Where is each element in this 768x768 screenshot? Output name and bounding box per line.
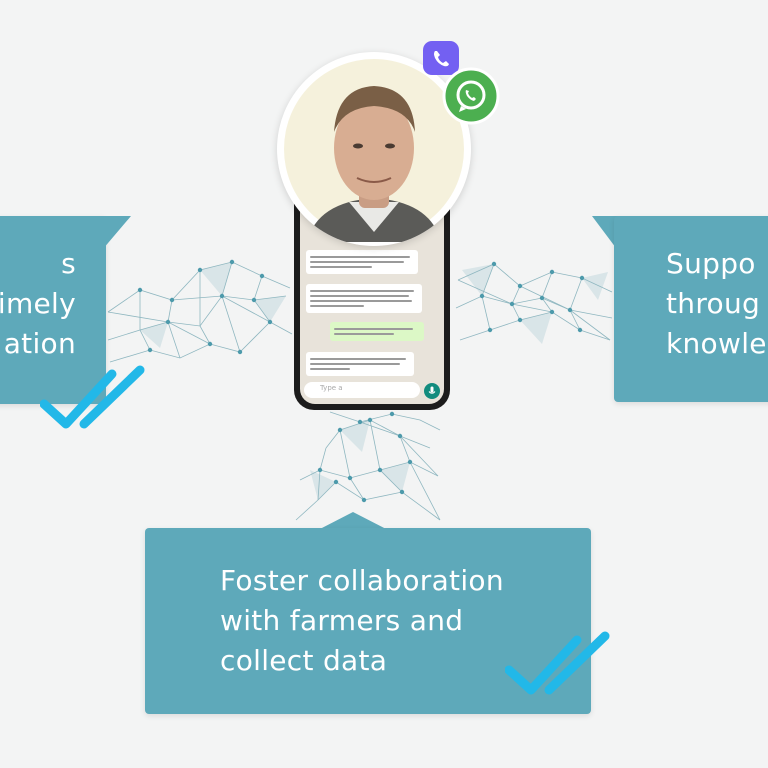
viber-icon bbox=[423, 41, 459, 75]
mic-button[interactable] bbox=[424, 383, 440, 399]
whatsapp-icon bbox=[442, 67, 500, 125]
card-bottom-line: collect data bbox=[220, 644, 388, 677]
mic-icon bbox=[428, 386, 436, 394]
card-left-line: ation bbox=[3, 327, 76, 360]
card-bottom-line: with farmers and bbox=[220, 604, 464, 637]
chat-bubble-sent bbox=[330, 322, 424, 341]
card-left-text: s imely ation bbox=[0, 244, 76, 364]
card-left-line: s bbox=[61, 247, 76, 280]
double-check-icon bbox=[505, 631, 610, 695]
benefit-card-left: s imely ation bbox=[0, 216, 106, 404]
chat-bubble bbox=[306, 352, 414, 376]
card-left-line: imely bbox=[0, 287, 76, 320]
card-left-clip: s imely ation bbox=[0, 216, 106, 404]
double-check-icon bbox=[40, 365, 145, 429]
card-right-line: throug bbox=[666, 287, 761, 320]
card-left-pointer bbox=[97, 216, 131, 256]
card-right-line: Suppo bbox=[666, 247, 756, 280]
card-bottom-text: Foster collaboration with farmers and co… bbox=[220, 561, 504, 681]
card-bottom-pointer bbox=[318, 512, 388, 530]
benefit-card-right: Suppo throug knowle bbox=[614, 216, 768, 402]
card-bottom-line: Foster collaboration bbox=[220, 564, 504, 597]
card-right-line: knowle bbox=[666, 327, 767, 360]
card-right-text: Suppo throug knowle bbox=[666, 244, 767, 364]
chat-bubble bbox=[306, 250, 418, 274]
message-input[interactable]: Type a bbox=[304, 382, 420, 398]
message-input-placeholder: Type a bbox=[320, 384, 343, 392]
chat-bubble bbox=[306, 284, 422, 313]
avatar bbox=[277, 52, 471, 246]
person-portrait bbox=[284, 59, 464, 242]
